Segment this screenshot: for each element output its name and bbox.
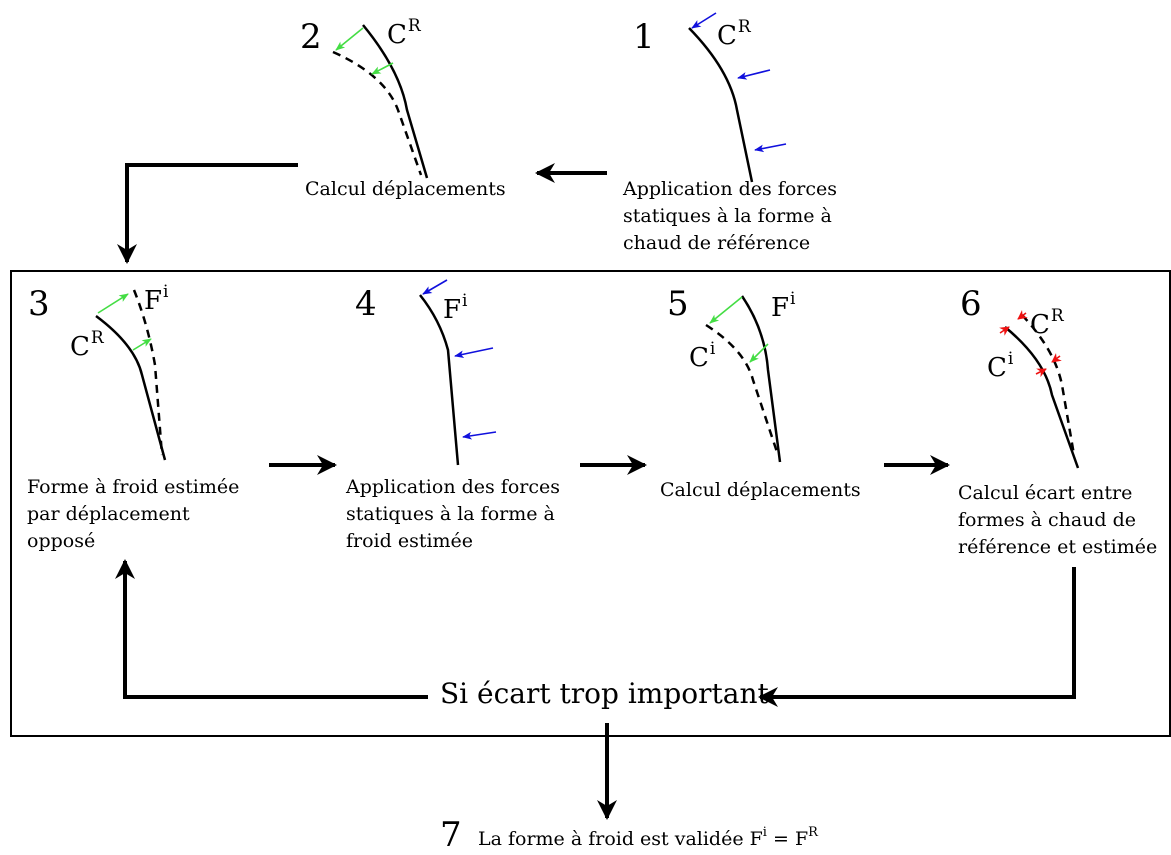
step1-force-arrow: [754, 143, 787, 153]
loop-condition-label: Si écart trop important: [440, 677, 769, 710]
step2-reference-curve: [362, 24, 429, 179]
step3-caption-line: par déplacement: [27, 503, 190, 525]
step2-caption: Calcul déplacements: [305, 176, 506, 203]
step7-eq: = F: [766, 828, 809, 850]
step4-force-arrow: [454, 347, 494, 358]
step2-caption-line: Calcul déplacements: [305, 178, 506, 200]
step6-label-ref-main: C: [1030, 310, 1050, 340]
step3-shape: [95, 289, 167, 461]
step4-force-arrow: [462, 431, 497, 440]
step5-estimated-curve: [740, 295, 782, 463]
step5-caption-line: Calcul déplacements: [660, 479, 861, 501]
step1-caption: Application des forces statiques à la fo…: [623, 176, 837, 257]
loop-frame: [10, 270, 1171, 737]
step4-label-sup: i: [462, 291, 468, 311]
step7-number: 7: [440, 815, 462, 855]
step7-sup-i: i: [762, 825, 767, 840]
step7-caption: La forme à froid est validée Fi = FR: [478, 825, 818, 850]
step2-label: CR: [387, 18, 421, 50]
step4-caption-line: statiques à la forme à: [346, 503, 555, 525]
step5-displacement-arrow: [749, 343, 769, 363]
step3-label-ref: CR: [70, 330, 104, 362]
step6-shape: [999, 309, 1080, 469]
step5-shape: [705, 295, 782, 463]
step1-shape: [688, 12, 787, 183]
step1-label-sup: R: [737, 17, 751, 37]
step4-number: 4: [355, 284, 377, 324]
step6-gap-marker: [999, 326, 1010, 336]
step4-label-main: F: [443, 295, 462, 325]
step3-caption: Forme à froid estimée par déplacement op…: [27, 474, 239, 555]
step3-caption-line: opposé: [27, 530, 96, 552]
step4-caption-line: froid estimée: [346, 530, 474, 552]
step5-label-est-main: F: [771, 293, 790, 323]
step2-label-main: C: [387, 20, 407, 50]
step1-number: 1: [633, 17, 655, 57]
step6-label-est-main: C: [987, 353, 1007, 383]
step5-displacement-arrow: [709, 296, 743, 324]
step4-caption: Application des forces statiques à la fo…: [346, 474, 560, 555]
step3-displacement-arrow: [97, 293, 129, 314]
step6-caption-line: Calcul écart entre: [958, 482, 1133, 504]
step5-displaced-curve: [705, 323, 780, 456]
step4-blade-curve: [419, 294, 460, 466]
step6-number: 6: [960, 284, 982, 324]
step6-caption-line: formes à chaud de: [958, 509, 1137, 531]
step3-number: 3: [28, 284, 50, 324]
step3-label-ref-main: C: [70, 332, 90, 362]
step2-displacement-arrow: [335, 27, 364, 51]
step5-label-est: Fi: [771, 291, 795, 323]
step6-label-est: Ci: [987, 351, 1013, 383]
step4-shape: [419, 279, 497, 466]
step2-displaced-curve: [332, 50, 423, 176]
step6-caption-line: référence et estimée: [958, 536, 1158, 558]
step3-label-cold: Fi: [144, 284, 168, 316]
arrow-2-to-3: [117, 163, 298, 264]
step6-gap-marker: [1017, 309, 1028, 320]
step5-label-disp: Ci: [689, 341, 715, 373]
step5-caption: Calcul déplacements: [660, 477, 861, 504]
step3-cold-curve: [132, 289, 164, 456]
step7-text: La forme à froid est validée F: [478, 828, 763, 850]
step3-label-cold-main: F: [144, 286, 163, 316]
step3-caption-line: Forme à froid estimée: [27, 476, 240, 498]
step4-label: Fi: [443, 293, 467, 325]
step3-displacement-arrow: [132, 338, 152, 351]
step6-estimated-curve: [1004, 326, 1080, 469]
step1-caption-line: chaud de référence: [623, 232, 811, 254]
step1-force-arrow: [691, 12, 717, 29]
step2-shape: [332, 24, 429, 179]
step1-blade-curve: [688, 27, 754, 183]
step5-label-est-sup: i: [790, 289, 796, 309]
step7-sup-r: R: [808, 825, 818, 840]
step1-caption-line: statiques à la forme à: [623, 205, 832, 227]
step3-reference-curve: [95, 314, 167, 461]
step4-caption-line: Application des forces: [346, 476, 560, 498]
step6-gap-marker: [1035, 368, 1047, 378]
step1-caption-line: Application des forces: [623, 178, 837, 200]
arrow-6-to-condition: [758, 567, 1076, 707]
step3-label-cold-sup: i: [163, 282, 169, 302]
step2-label-sup: R: [407, 16, 421, 36]
step6-gap-marker: [1051, 352, 1062, 363]
step6-caption: Calcul écart entre formes à chaud de réf…: [958, 480, 1157, 561]
step4-force-arrow: [422, 279, 448, 295]
step6-reference-curve: [1021, 314, 1076, 456]
step5-label-disp-sup: i: [709, 339, 716, 359]
step6-label-ref: CR: [1030, 308, 1064, 340]
step6-label-ref-sup: R: [1050, 306, 1064, 326]
step2-displacement-arrow: [371, 62, 394, 75]
step3-label-ref-sup: R: [90, 328, 104, 348]
step1-force-arrow: [737, 69, 771, 80]
step1-label-main: C: [717, 21, 737, 51]
step2-number: 2: [300, 17, 322, 57]
arrow-condition-to-3: [115, 559, 428, 699]
step6-label-est-sup: i: [1007, 349, 1014, 369]
step5-number: 5: [667, 284, 689, 324]
step5-label-disp-main: C: [689, 343, 709, 373]
step1-label: CR: [717, 19, 751, 51]
